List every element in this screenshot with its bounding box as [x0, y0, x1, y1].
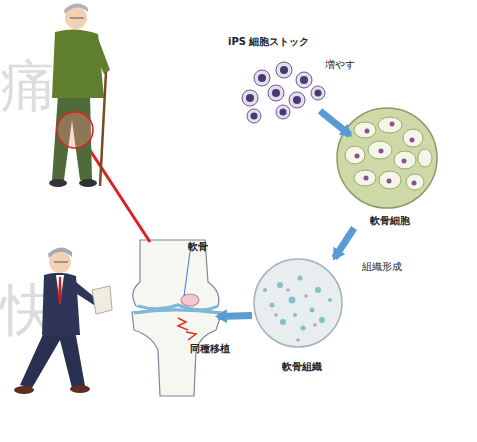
cartilage-tissue-circle	[254, 259, 342, 347]
flow-arrow	[218, 315, 252, 316]
diagram-node: 軟骨細胞	[350, 110, 435, 228]
businessman	[14, 247, 112, 394]
node-text: 同種移植	[190, 342, 230, 356]
diagram-node: 軟骨同種移植	[118, 238, 218, 398]
edge-label: 増やす	[325, 58, 355, 72]
ips-cells	[242, 62, 325, 123]
watermark: 痛	[0, 58, 56, 114]
node-text: 軟骨細胞	[370, 214, 410, 228]
watermark: 快	[0, 282, 56, 338]
node-text: iPS 細胞ストック	[228, 35, 309, 49]
red-line	[82, 138, 150, 242]
old-man	[49, 3, 110, 187]
diagram-node: iPS 細胞ストック	[228, 33, 320, 115]
edge-label: 組織形成	[362, 260, 402, 274]
node-text: 軟骨	[188, 240, 208, 254]
diagram-node: 軟骨組織	[252, 258, 344, 370]
leader-line	[184, 252, 190, 296]
cartilage-cell-circle	[337, 108, 437, 208]
flow-arrow	[334, 228, 354, 258]
node-text: 軟骨組織	[282, 360, 322, 374]
flow-arrow	[320, 111, 350, 135]
knee-illustration	[132, 240, 222, 396]
